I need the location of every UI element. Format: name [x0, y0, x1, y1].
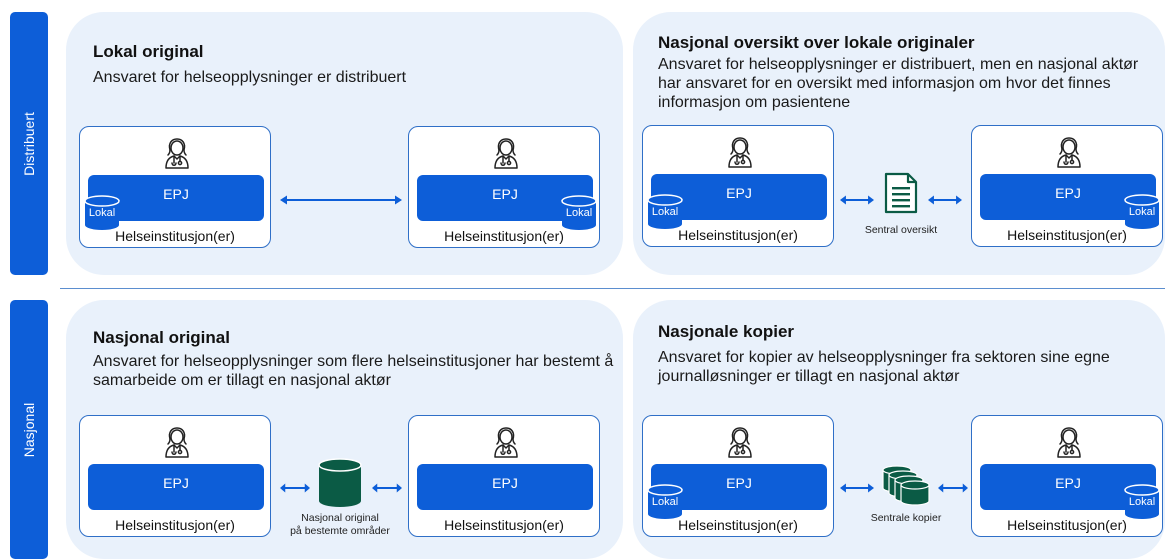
- institution-label: Helseinstitusjon(er): [115, 517, 235, 533]
- institution-label: Helseinstitusjon(er): [444, 228, 564, 244]
- center-caption-line: Nasjonal original: [301, 512, 379, 524]
- epj-bar: EPJ: [88, 464, 264, 510]
- doctor-icon: [727, 136, 753, 168]
- center-caption: Nasjonal original på bestemte områder: [284, 512, 396, 538]
- doctor-icon: [164, 426, 190, 458]
- institution-label: Helseinstitusjon(er): [1007, 517, 1127, 533]
- panel-description: Ansvaret for helseopplysninger som flere…: [93, 353, 614, 389]
- database-icon: Lokal: [1124, 194, 1160, 230]
- panel-nasjonal-oversikt: Nasjonal oversikt over lokale originaler…: [633, 12, 1165, 275]
- double-arrow-icon: [938, 482, 968, 494]
- database-stack-icon: [882, 465, 930, 506]
- doctor-icon: [493, 426, 519, 458]
- panel-description: Ansvaret for helseopplysninger er distri…: [658, 56, 1139, 111]
- doctor-icon: [1056, 426, 1082, 458]
- center-caption: Sentral oversikt: [864, 224, 938, 236]
- institution-box-right: EPJ Helseinstitusjon(er): [408, 415, 600, 537]
- panel-title: Lokal original: [93, 42, 204, 61]
- double-arrow-icon: [840, 482, 874, 494]
- lokal-label: Lokal: [88, 207, 116, 219]
- panel-title: Nasjonale kopier: [658, 322, 795, 341]
- institution-label: Helseinstitusjon(er): [115, 228, 235, 244]
- epj-bar: EPJ: [417, 464, 593, 510]
- institution-box-left: EPJ Lokal Helseinstitusjon(er): [79, 126, 271, 248]
- database-icon: Lokal: [561, 195, 597, 231]
- database-icon: Lokal: [1124, 484, 1160, 520]
- institution-box-left: EPJ Lokal Helseinstitusjon(er): [642, 415, 834, 537]
- institution-label: Helseinstitusjon(er): [678, 227, 798, 243]
- institution-label: Helseinstitusjon(er): [1007, 227, 1127, 243]
- double-arrow-icon: [372, 482, 402, 494]
- row-label-nasjonal: Nasjonal: [10, 300, 48, 559]
- panel-nasjonale-kopier: Nasjonale kopier Ansvaret for kopier av …: [633, 300, 1165, 559]
- row-label-text: Distribuert: [21, 111, 37, 176]
- institution-box-left: EPJ Helseinstitusjon(er): [79, 415, 271, 537]
- double-arrow-icon: [280, 195, 402, 205]
- panel-description: Ansvaret for helseopplysninger er distri…: [93, 69, 407, 86]
- panel-lokal-original: Lokal original Ansvaret for helseopplysn…: [66, 12, 623, 275]
- institution-box-right: EPJ Lokal Helseinstitusjon(er): [971, 415, 1163, 537]
- document-icon: [884, 172, 918, 214]
- double-arrow-icon: [928, 194, 962, 206]
- institution-label: Helseinstitusjon(er): [444, 517, 564, 533]
- row-divider: [60, 288, 1165, 289]
- doctor-icon: [164, 137, 190, 169]
- institution-label: Helseinstitusjon(er): [678, 517, 798, 533]
- database-icon: Lokal: [84, 195, 120, 231]
- doctor-icon: [493, 137, 519, 169]
- panel-nasjonal-original: Nasjonal original Ansvaret for helseoppl…: [66, 300, 623, 559]
- lokal-label: Lokal: [651, 206, 679, 218]
- double-arrow-icon: [840, 194, 874, 206]
- institution-box-right: EPJ Lokal Helseinstitusjon(er): [408, 126, 600, 248]
- center-caption-line: på bestemte områder: [290, 525, 390, 537]
- doctor-icon: [1056, 136, 1082, 168]
- lokal-label: Lokal: [565, 207, 593, 219]
- row-label-text: Nasjonal: [21, 402, 37, 457]
- lokal-label: Lokal: [1128, 496, 1156, 508]
- database-icon: Lokal: [647, 484, 683, 520]
- panel-title: Nasjonal original: [93, 328, 230, 347]
- institution-box-right: EPJ Lokal Helseinstitusjon(er): [971, 125, 1163, 247]
- panel-title: Nasjonal oversikt over lokale originaler: [658, 33, 975, 52]
- lokal-label: Lokal: [1128, 206, 1156, 218]
- doctor-icon: [727, 426, 753, 458]
- center-caption: Sentrale kopier: [870, 512, 942, 524]
- double-arrow-icon: [280, 482, 310, 494]
- panel-description: Ansvaret for kopier av helseopplysninger…: [658, 349, 1110, 385]
- institution-box-left: EPJ Lokal Helseinstitusjon(er): [642, 125, 834, 247]
- database-icon: Lokal: [647, 194, 683, 230]
- lokal-label: Lokal: [651, 496, 679, 508]
- row-label-distribuert: Distribuert: [10, 12, 48, 275]
- database-icon: [318, 458, 362, 507]
